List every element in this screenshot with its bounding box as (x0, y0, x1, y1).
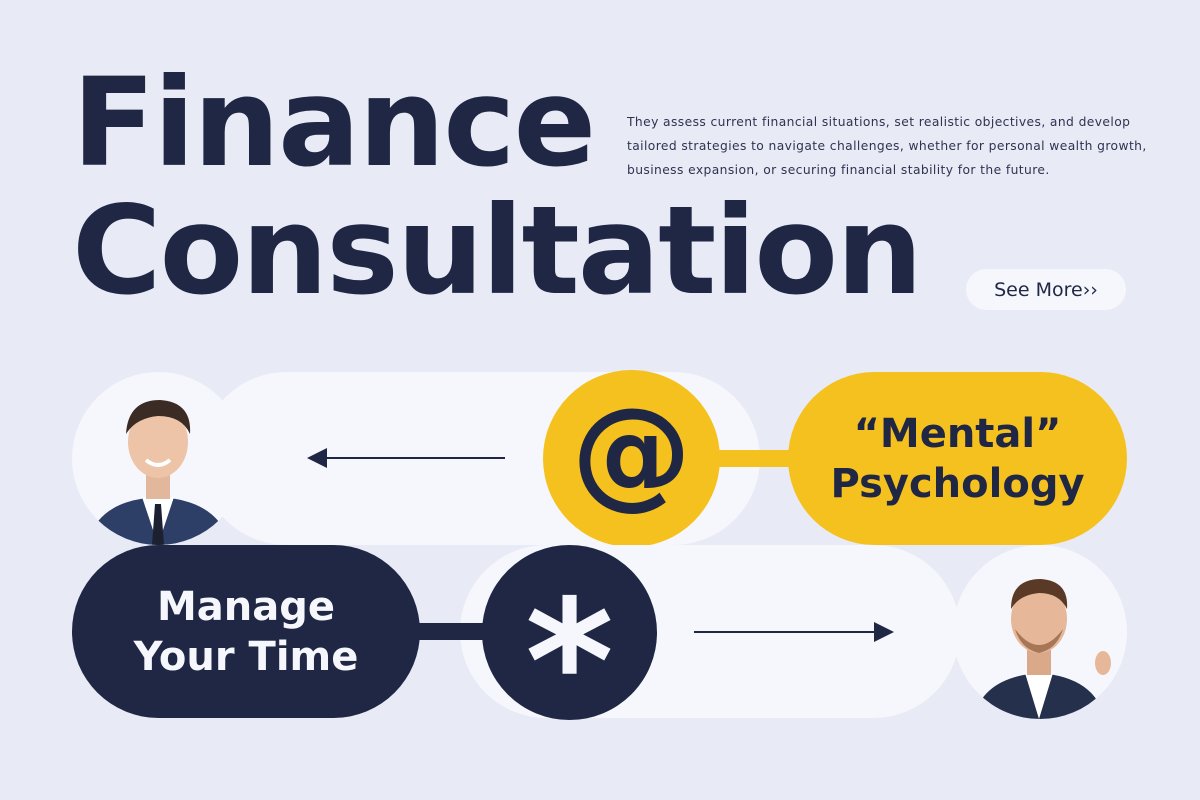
arrow-right-icon (694, 622, 894, 642)
bottom-connector (400, 623, 500, 640)
mental-psychology-card: “Mental” Psychology (788, 372, 1127, 545)
at-icon: @ (571, 382, 692, 522)
at-symbol-badge: @ (543, 370, 720, 547)
top-connector (700, 450, 800, 467)
person-icon (973, 579, 1111, 719)
avatar-bottom (953, 545, 1127, 719)
see-more-button[interactable]: See More›› (966, 269, 1126, 310)
asterisk-badge: * (482, 545, 657, 720)
card-top-line-1: “Mental” (853, 410, 1062, 457)
description: They assess current financial situations… (627, 115, 1147, 177)
title-line-1: Finance (72, 52, 596, 194)
title-line-2: Consultation (72, 180, 923, 322)
manage-time-card: Manage Your Time (72, 545, 420, 718)
card-bottom-line-1: Manage (156, 583, 336, 630)
avatar-top (72, 372, 245, 545)
asterisk-icon: * (525, 563, 614, 721)
arrow-left-icon (307, 448, 505, 468)
card-bottom-line-2: Your Time (133, 633, 359, 680)
person-icon (87, 400, 230, 545)
card-top-line-2: Psychology (830, 460, 1085, 507)
